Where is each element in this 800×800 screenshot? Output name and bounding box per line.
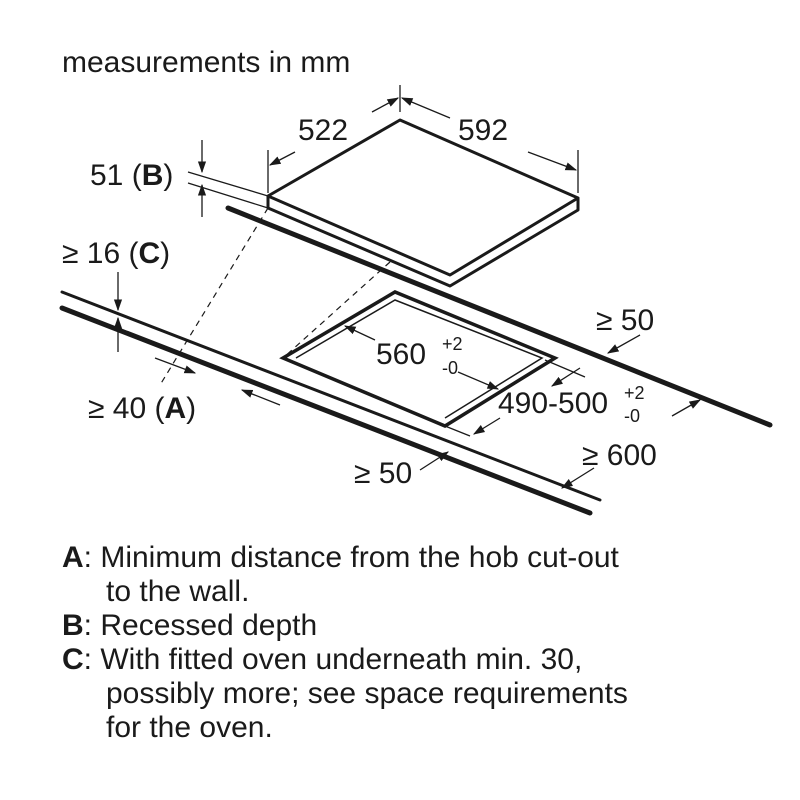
label-cutout-depth-tol-plus: +2	[624, 383, 645, 403]
label-right-min: ≥ 50	[596, 304, 654, 337]
label-front-min: ≥ 50	[354, 457, 412, 490]
label-depth: 522	[298, 114, 348, 147]
hob-unit	[266, 118, 580, 288]
label-cutout-depth: 490-500	[498, 387, 608, 420]
dimension-lines	[113, 85, 702, 489]
legend-item-a: A: Minimum distance from the hob cut-out	[62, 541, 782, 575]
hob-edge	[266, 196, 580, 288]
legend-text: : Minimum distance from the hob cut-out	[83, 541, 619, 574]
legend-text: : Recessed depth	[83, 609, 318, 642]
legend-key: B	[62, 609, 84, 642]
worktop-front-top-edge	[60, 290, 602, 502]
label-cutout-width-tol-plus: +2	[442, 334, 463, 354]
projection-lines	[159, 207, 391, 386]
label-width: 592	[458, 114, 508, 147]
legend: A: Minimum distance from the hob cut-out…	[62, 541, 782, 745]
worktop	[59, 205, 773, 516]
legend-continuation: possibly more; see space requirements	[106, 677, 628, 710]
legend-key: C	[62, 643, 84, 676]
label-recess: 51 (B)	[90, 159, 173, 192]
legend-item-c: C: With fitted oven underneath min. 30,	[62, 643, 782, 677]
label-cutout-width: 560	[376, 338, 426, 371]
legend-continuation: to the wall.	[106, 575, 250, 608]
caption: measurements in mm	[62, 46, 350, 79]
cutout-outline	[279, 290, 559, 428]
legend-item-b: B: Recessed depth	[62, 609, 782, 643]
legend-key: A	[62, 541, 84, 574]
label-cutout-depth-tol-minus: -0	[624, 406, 640, 426]
label-worktop-min: ≥ 16 (C)	[62, 237, 170, 270]
worktop-back-edge	[225, 205, 773, 428]
label-worktop-depth-min: ≥ 600	[582, 439, 657, 472]
label-wall-min: ≥ 40 (A)	[88, 392, 196, 425]
legend-text: : With fitted oven underneath min. 30,	[83, 643, 583, 676]
worktop-front-bottom-edge	[59, 305, 593, 516]
label-cutout-width-tol-minus: -0	[442, 358, 458, 378]
legend-continuation: for the oven.	[106, 711, 273, 744]
